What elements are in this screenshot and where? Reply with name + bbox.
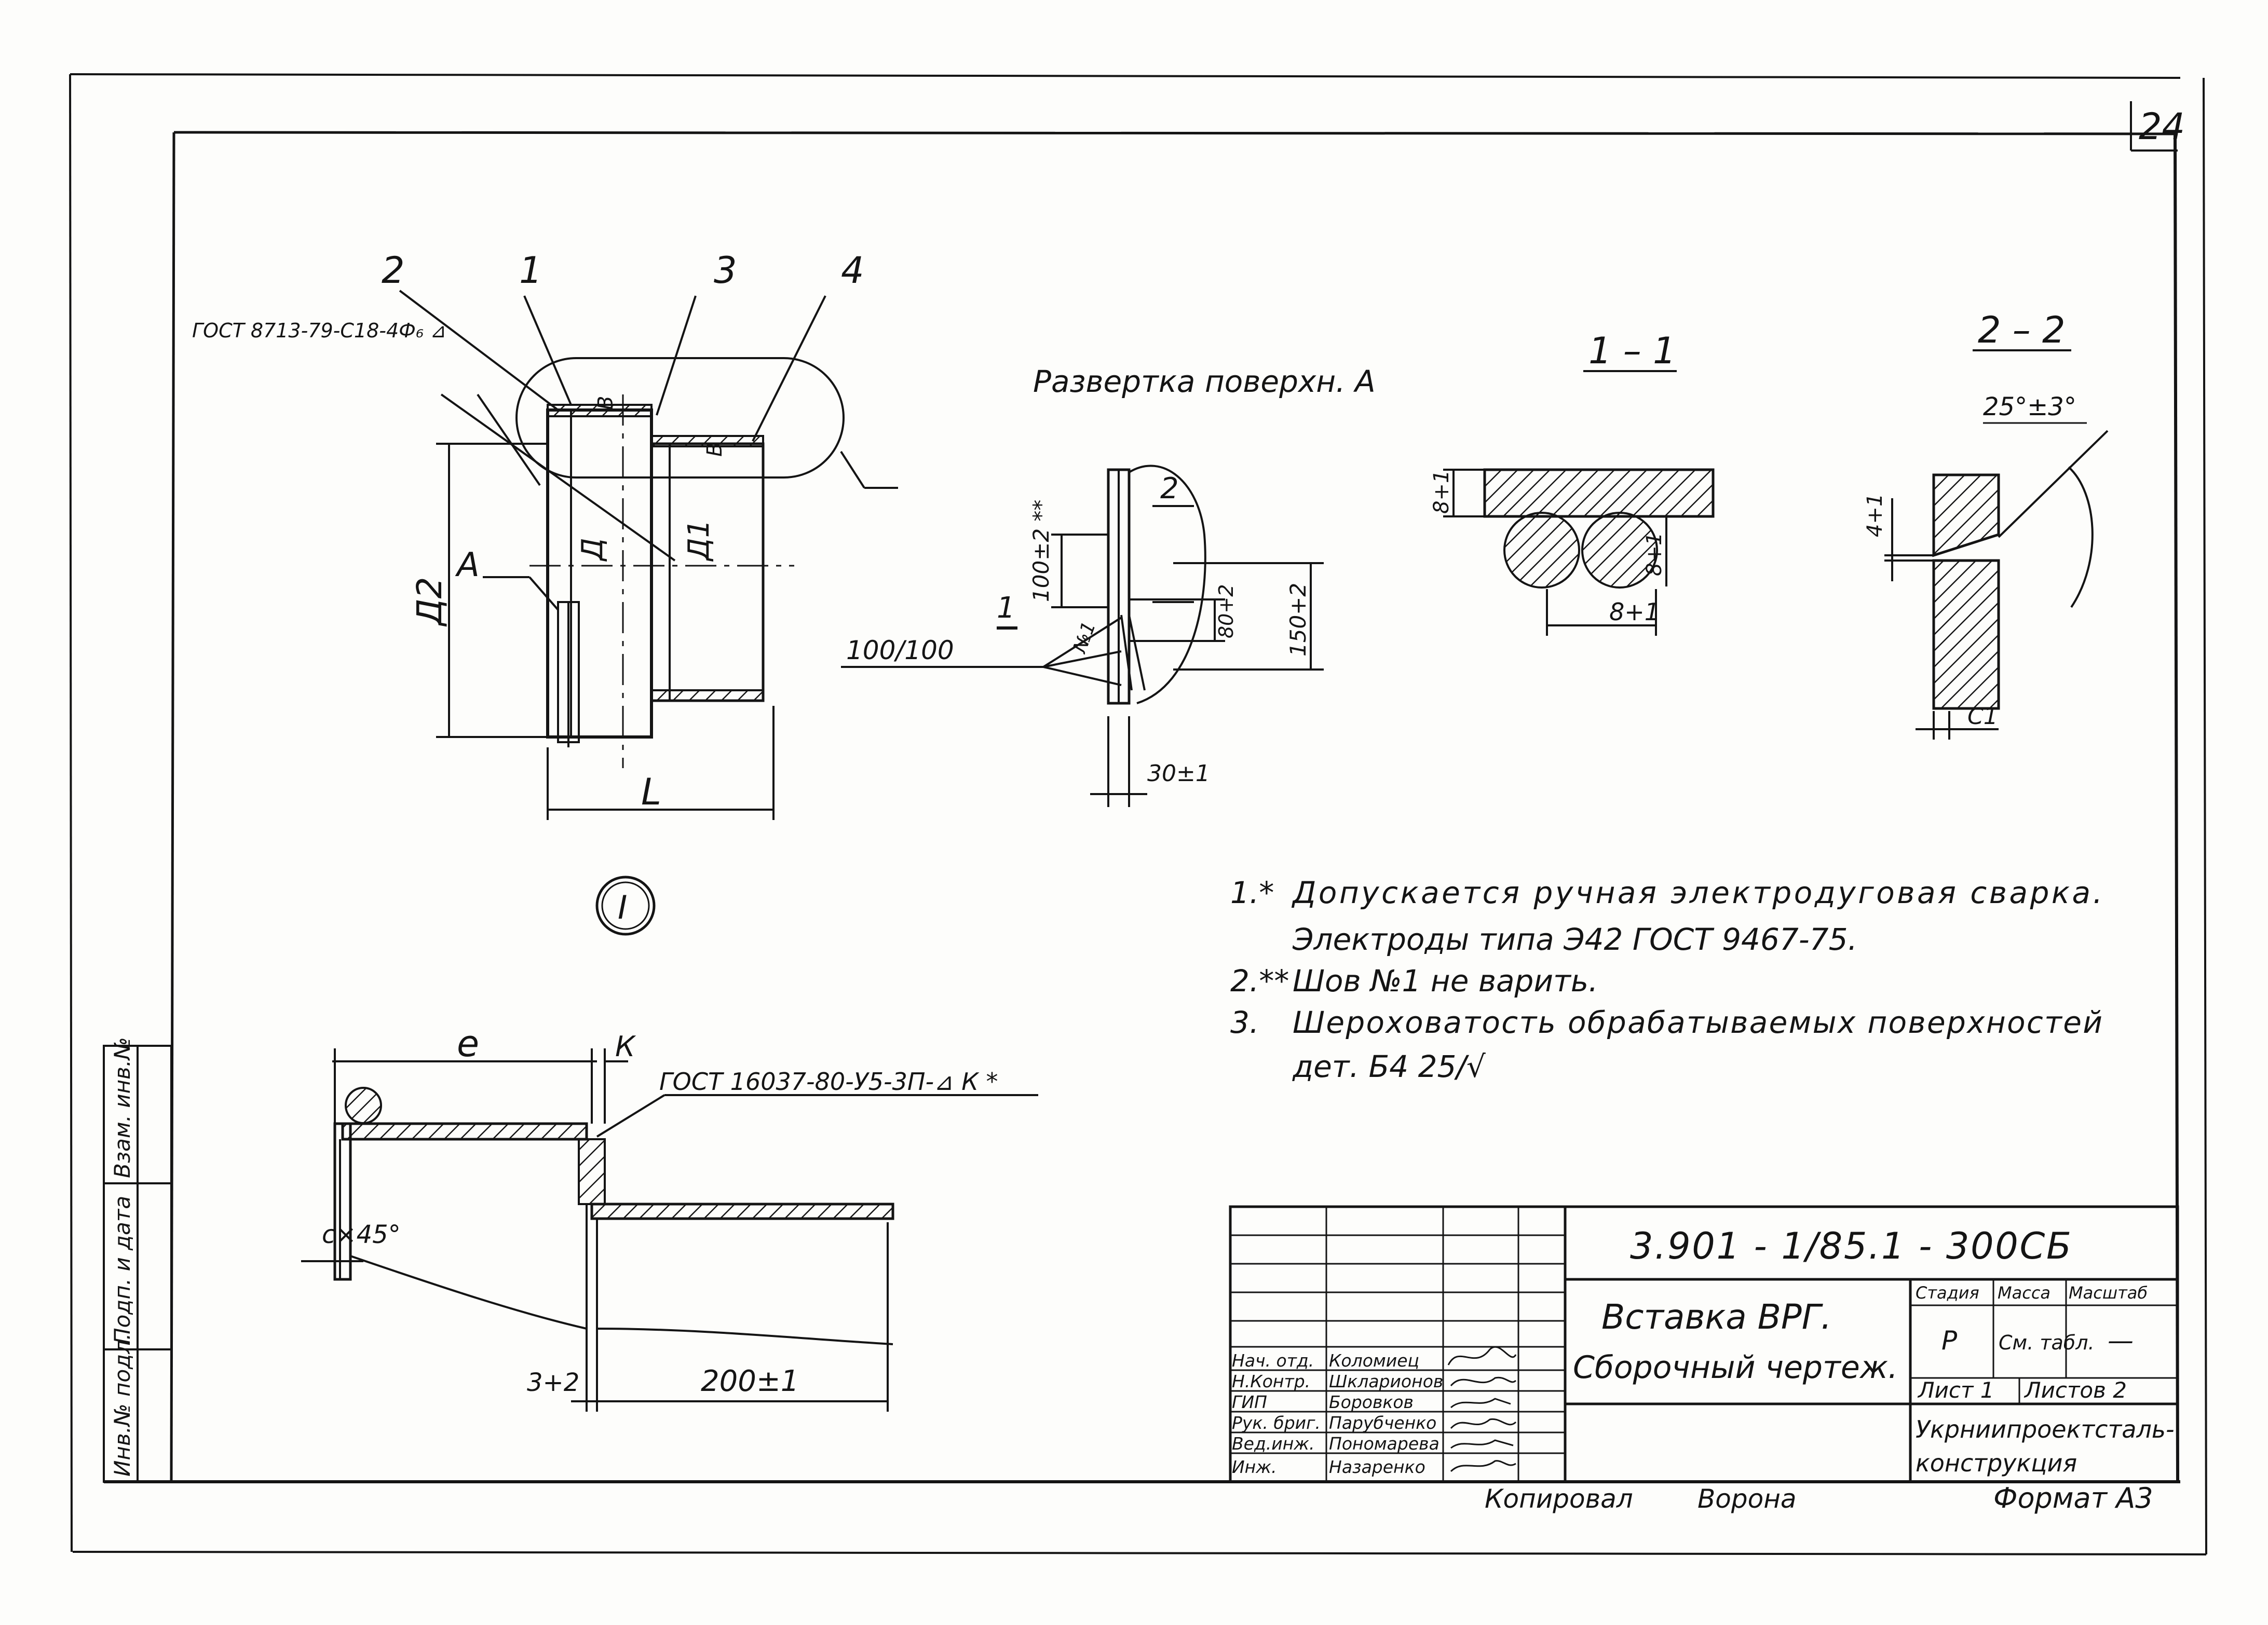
notes-block: 1.* Допускается ручная электродуговая св… [1230, 875, 2102, 1084]
tb-scale-label: Масштаб [2069, 1283, 2148, 1303]
tb-role-2: Н.Контр. [1232, 1371, 1310, 1391]
dim-150-2: 150+2 [1285, 583, 1311, 657]
detail-view [301, 1048, 1038, 1412]
footer-by: Ворона [1697, 1484, 1797, 1514]
s11-dim-1: 8+1 [1430, 470, 1454, 514]
section-mark-2: 2 [1160, 472, 1179, 506]
dim-b1: В [594, 396, 618, 410]
view1-gost-label: ГОСТ 8713-79-С18-4Ф₆ ⊿ [192, 319, 446, 342]
tb-role-3: ГИП [1232, 1392, 1267, 1412]
tb-org-1: Укрниипроектсталь- [1916, 1415, 2175, 1443]
s22-dim-1: 4+1 [1863, 494, 1887, 537]
tb-person-3: Боровков [1329, 1392, 1414, 1412]
footer-format: Формат А3 [1993, 1482, 2153, 1514]
tb-role-5: Вед.инж. [1232, 1433, 1315, 1454]
detail-length: 200±1 [701, 1364, 799, 1398]
tb-mass: См. табл. [1999, 1331, 2095, 1354]
signature-1 [1447, 1346, 1517, 1365]
dim-d2: Д2 [410, 577, 450, 627]
section-2-2 [1884, 430, 2109, 740]
tb-name-2: Сборочный чертеж. [1573, 1349, 1898, 1386]
assembly-view [399, 290, 898, 820]
s11-dim-2: 8+1 [1642, 532, 1666, 576]
signature-3 [1450, 1398, 1511, 1409]
label-a: А [455, 546, 480, 584]
callout-2: 2 [382, 249, 405, 292]
detail-gap: 3+2 [527, 1368, 579, 1397]
development-title: Развертка поверхн. А [1033, 364, 1376, 399]
tb-person-4: Парубченко [1329, 1413, 1436, 1433]
dim-d: Д [576, 538, 609, 562]
detail-ref-circle [595, 876, 656, 936]
note-3-num: 3. [1230, 1005, 1259, 1040]
note-1-line-2: Электроды типа Э42 ГОСТ 9467-75. [1292, 922, 1857, 957]
detail-chamfer: с×45° [322, 1220, 401, 1249]
tb-stage: Р [1941, 1326, 1958, 1356]
sheet-border [69, 73, 2207, 1555]
tb-sheets: Листов 2 [2023, 1377, 2127, 1403]
tb-role-4: Рук. бриг. [1232, 1413, 1321, 1433]
tb-person-2: Шкларионов [1329, 1371, 1443, 1391]
stamp-inv-label: Инв.№ подл. [110, 1333, 135, 1477]
tb-org-2: конструкция [1916, 1449, 2077, 1477]
s22-angle: 25°±3° [1983, 392, 2076, 421]
dim-30-1: 30±1 [1147, 760, 1210, 787]
tb-scale: — [2108, 1326, 2134, 1356]
detail-dim-k: К [615, 1030, 636, 1063]
dim-100-2: 100±2 ** [1028, 500, 1054, 602]
tb-person-6: Назаренко [1329, 1457, 1425, 1477]
weld-label: 100/100 [846, 635, 954, 665]
tb-role-1: Нач. отд. [1232, 1350, 1314, 1371]
tb-name-1: Вставка ВРГ. [1601, 1297, 1831, 1337]
dim-80-2: 80+2 [1215, 584, 1238, 638]
side-stamp [103, 1045, 172, 1483]
detail-ref-label: I [618, 889, 627, 926]
signature-5 [1450, 1439, 1514, 1449]
tb-signatures: Нач. отд. Н.Контр. ГИП Рук. бриг. Вед.ин… [1232, 1346, 1517, 1477]
section-1-1-title: 1 – 1 [1588, 330, 1676, 372]
s22-dim-2: С1 [1967, 703, 1998, 730]
note-2-num: 2.** [1230, 963, 1289, 999]
dim-l: L [641, 771, 661, 813]
callout-1: 1 [519, 249, 542, 292]
stamp-sign-label: Подп. и дата [110, 1196, 135, 1344]
tb-designation: 3.901 - 1/85.1 - 300СБ [1630, 1225, 2071, 1267]
tb-sheet: Лист 1 [1917, 1377, 1994, 1403]
signature-6 [1450, 1460, 1516, 1472]
note-1-line-1: Допускается ручная электродуговая сварка… [1291, 875, 2102, 910]
detail-dim-e: е [457, 1022, 479, 1065]
signature-2 [1450, 1376, 1517, 1386]
section-1-1 [1443, 468, 1715, 636]
footer-copied: Копировал [1485, 1484, 1633, 1514]
stamp-replace-label: Взам. инв.№ [110, 1037, 135, 1178]
s11-dim-3: 8+1 [1609, 598, 1660, 626]
section-mark-1: 1 [997, 591, 1015, 625]
title-block [1229, 1205, 2179, 1483]
note-1-num: 1.* [1230, 875, 1274, 910]
tb-person-5: Пономарева [1329, 1433, 1439, 1454]
tb-role-6: Инж. [1232, 1457, 1276, 1477]
note-2-line-1: Шов №1 не варить. [1293, 963, 1598, 999]
callout-4: 4 [841, 249, 864, 292]
development-view [841, 465, 1324, 807]
note-3-line-2: дет. Б4 25/√ [1292, 1049, 1486, 1084]
dim-b2: В [703, 443, 727, 457]
section-2-2-title: 2 – 2 [1978, 309, 2066, 351]
signature-4 [1450, 1418, 1517, 1429]
tb-stage-label: Стадия [1916, 1283, 1979, 1303]
weld-number: №1 [1069, 619, 1100, 657]
tb-person-1: Коломиец [1329, 1350, 1419, 1371]
tb-mass-label: Масса [1998, 1283, 2050, 1303]
sheet-number: 24 [2139, 105, 2185, 148]
detail-gost-label: ГОСТ 16037-80-У5-3П-⊿ К * [659, 1068, 998, 1096]
note-3-line-1: Шероховатость обрабатываемых поверхносте… [1293, 1005, 2102, 1040]
dim-d1: Д1 [682, 520, 716, 562]
callout-3: 3 [714, 249, 737, 292]
